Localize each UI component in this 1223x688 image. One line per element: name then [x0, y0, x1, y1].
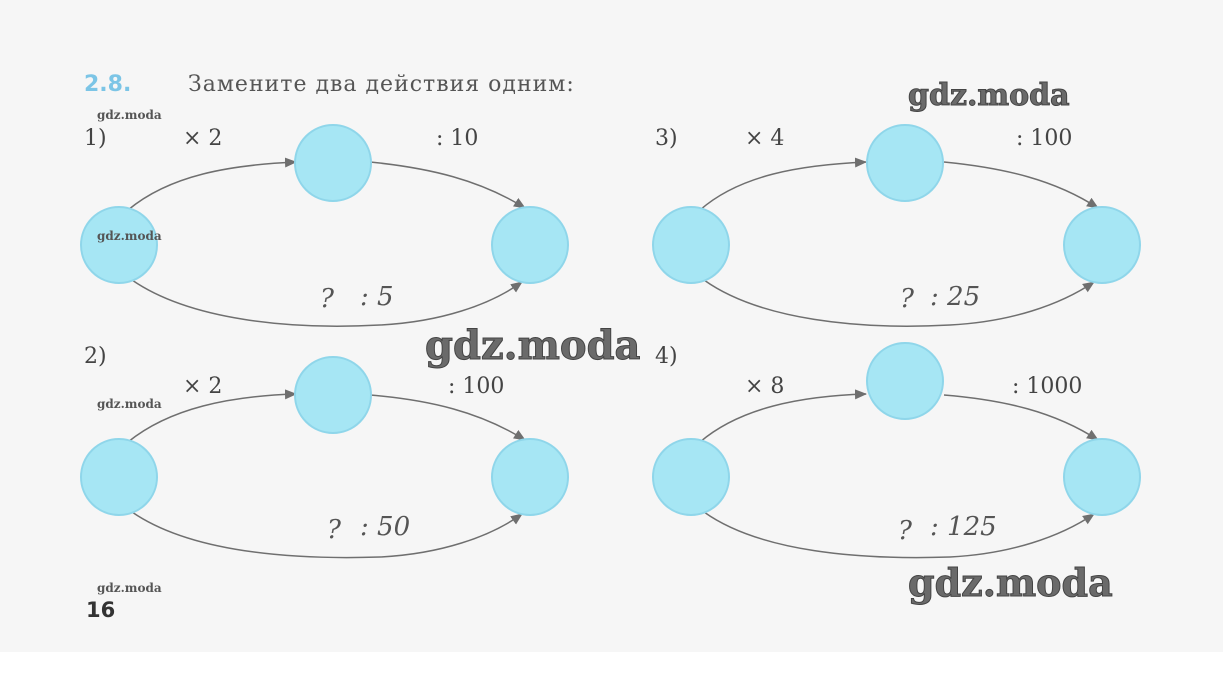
circle-4-end: [1063, 438, 1141, 516]
diagram-1-question: ?: [320, 284, 334, 314]
diagram-2-index: 2): [84, 344, 107, 369]
diagram-3-op1: × 4: [745, 126, 785, 151]
arrow-2-c: [131, 511, 523, 559]
task-instruction: Замените два действия одним:: [188, 72, 575, 97]
diagram-4-answer: : 125: [930, 512, 997, 542]
arrow-4-b: [943, 394, 1099, 441]
arrow-4-c: [703, 511, 1095, 559]
circle-3-end: [1063, 206, 1141, 284]
diagram-2: [80, 356, 569, 559]
diagram-2-answer: : 50: [360, 512, 411, 542]
watermark-big-2: gdz.moda: [424, 322, 641, 370]
diagram-4-op2: : 1000: [1012, 374, 1083, 399]
circle-2-end: [491, 438, 569, 516]
diagram-1: [80, 124, 569, 327]
diagram-3-op2: : 100: [1016, 126, 1073, 151]
diagrams-canvas: [80, 124, 1141, 559]
circle-3-mid: [866, 124, 944, 202]
textbook-page: 2.8. Замените два действия одним:: [80, 72, 1141, 622]
diagram-4: [652, 342, 1141, 559]
watermark-small-1: gdz.moda: [97, 108, 162, 122]
diagram-1-op2: : 10: [436, 126, 479, 151]
diagram-2-op2: : 100: [448, 374, 505, 399]
watermark-big-1: gdz.moda: [908, 78, 1071, 114]
circle-2-mid: [294, 356, 372, 434]
arrow-2-a: [127, 389, 297, 443]
arrow-3-c: [703, 279, 1095, 327]
diagram-3-answer: : 25: [930, 282, 981, 312]
arrow-3-a: [699, 157, 867, 211]
diagram-2-op1: × 2: [183, 374, 223, 399]
page-number: 16: [86, 598, 116, 622]
task-number: 2.8.: [84, 72, 132, 97]
watermark-big-3: gdz.moda: [908, 560, 1114, 606]
circle-4-start: [652, 438, 730, 516]
watermark-small-4: gdz.moda: [97, 581, 162, 595]
watermark-small-3: gdz.moda: [97, 397, 162, 411]
watermark-small-2: gdz.moda: [97, 229, 162, 243]
circle-1-end: [491, 206, 569, 284]
arrow-1-c: [131, 279, 523, 327]
diagram-3-question: ?: [900, 284, 914, 314]
diagram-1-index: 1): [84, 126, 107, 151]
diagram-4-index: 4): [655, 344, 678, 369]
circle-1-start: [80, 206, 158, 284]
arrow-1-a: [127, 157, 297, 211]
arrow-1-b: [369, 161, 526, 209]
diagram-4-question: ?: [898, 516, 912, 546]
circle-2-start: [80, 438, 158, 516]
arrow-2-b: [369, 394, 526, 441]
circle-3-start: [652, 206, 730, 284]
diagram-3-index: 3): [655, 126, 678, 151]
circle-1-mid: [294, 124, 372, 202]
arrow-3-b: [943, 161, 1099, 209]
arrow-4-a: [699, 389, 867, 443]
diagram-3: [652, 124, 1141, 327]
diagram-2-question: ?: [327, 515, 341, 545]
diagram-1-op1: × 2: [183, 126, 223, 151]
circle-4-mid: [866, 342, 944, 420]
diagram-4-op1: × 8: [745, 374, 785, 399]
diagram-1-answer: : 5: [360, 282, 394, 312]
